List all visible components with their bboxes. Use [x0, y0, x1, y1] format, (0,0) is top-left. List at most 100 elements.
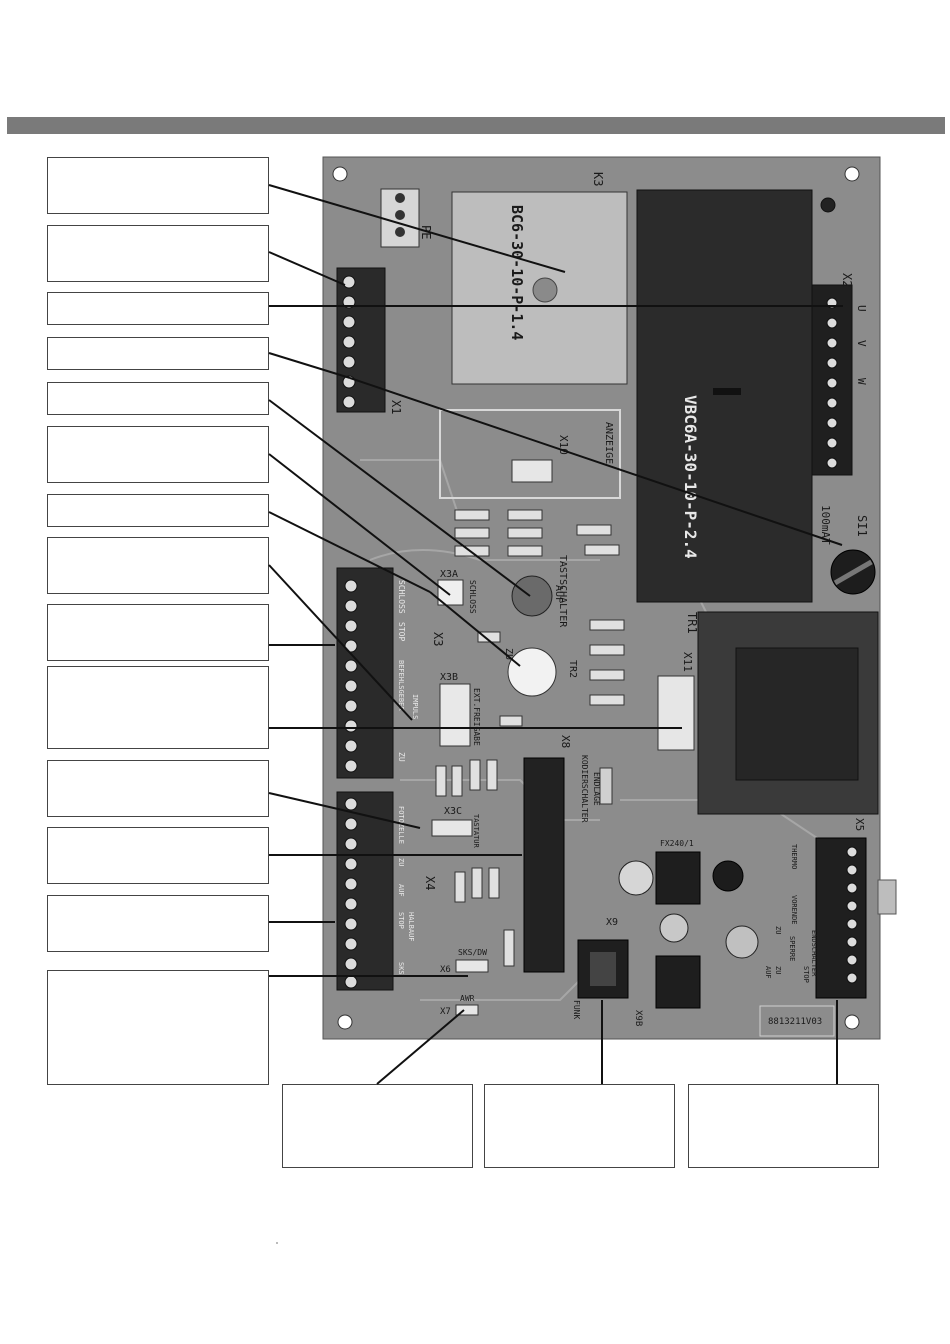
endlage-connector — [599, 767, 613, 805]
x5-term-zu: ZU — [774, 926, 782, 934]
x3-term-impuls: IMPULS — [411, 694, 419, 719]
screw-icon — [395, 227, 405, 237]
x3c-connector — [431, 819, 473, 837]
capacitor — [725, 925, 759, 959]
callout-box-11 — [47, 760, 269, 817]
x4-label: X4 — [423, 876, 437, 890]
x3b-label: X3B — [440, 672, 458, 683]
fx-relay-2 — [655, 955, 701, 1009]
capacitor — [618, 860, 654, 896]
funk-label: FUNK — [572, 1000, 581, 1019]
callout-box-15 — [282, 1084, 473, 1168]
x6-jumper — [455, 959, 489, 973]
buzzer — [712, 860, 744, 892]
x3-label: X3 — [431, 632, 445, 646]
button-auf — [511, 575, 553, 617]
relay-k3-model: BC6-30-10-P-1.4 — [508, 205, 526, 340]
callout-box-7 — [47, 494, 269, 527]
x5-tab — [877, 879, 897, 915]
x4-term-fotozelle: FOTOZELLE — [397, 806, 405, 844]
kodierschalter-label: KODIERSCHALTER — [580, 755, 589, 823]
x5-terminal-block — [815, 837, 867, 999]
screw-icon — [395, 210, 405, 220]
fx-module-label: FX240/1 — [660, 839, 694, 848]
header-bar — [7, 117, 945, 134]
x3c-label: X3C — [444, 806, 462, 817]
tr1-label: TR1 — [685, 612, 699, 634]
mount-hole — [844, 166, 860, 182]
x11-connector — [657, 675, 695, 751]
capacitor — [659, 913, 689, 943]
anzeige-label: ANZEIGE — [603, 422, 614, 464]
x5-term-thermo: THERMO — [790, 844, 798, 869]
resistor-group — [435, 509, 625, 967]
x5-group-label: ENDSCHALTER — [810, 930, 818, 977]
endlage-label: ENDLAGE — [592, 772, 601, 806]
k3-label: K3 — [591, 172, 605, 186]
x6-label: X6 — [440, 965, 451, 975]
tastschalter-label: TASTSCHALTER — [557, 555, 568, 628]
mount-hole — [844, 1014, 860, 1030]
sks-dw-label: SKS/DW — [458, 948, 487, 957]
x11-label: X11 — [681, 652, 694, 672]
x5-label: X5 — [853, 818, 866, 831]
x4-term-auf: AUF — [397, 884, 405, 897]
callout-box-9 — [47, 604, 269, 661]
x1-label: X1 — [389, 400, 403, 414]
x7-label: X7 — [440, 1007, 451, 1017]
transformer-core — [735, 647, 859, 781]
x8-header — [523, 757, 565, 973]
x2-term-v: V — [855, 340, 868, 347]
anzeige-area — [439, 409, 621, 499]
x4-screws — [344, 797, 358, 989]
x2-screws — [826, 297, 838, 469]
x2-term-w: W — [855, 378, 868, 385]
part-number-box — [759, 1005, 835, 1037]
tr2-label: TR2 — [567, 660, 578, 678]
relay-main — [636, 189, 813, 603]
callout-box-1 — [47, 157, 269, 214]
x9-label: X9 — [606, 917, 618, 928]
relay-main-model: VBC6A-30-10-P-2.4 — [681, 395, 700, 559]
x3-term-schloss: SCHLOSS — [397, 580, 406, 614]
callout-box-3 — [47, 292, 269, 325]
callout-box-6 — [47, 426, 269, 483]
x5-term-sperre: SPERRE — [788, 936, 796, 961]
callout-leader-lines — [268, 184, 843, 1085]
x4-term-zu: ZU — [397, 858, 405, 866]
x4-term-halbauf: HALBAUF — [407, 912, 415, 942]
si1-value: 100mAT — [819, 505, 832, 545]
part-number: 8813211V03 — [768, 1017, 822, 1027]
x2-term-u: U — [855, 305, 868, 312]
mount-hole — [332, 166, 348, 182]
x3-term-zu: ZU — [397, 752, 406, 762]
x5-term-auf: AUF — [764, 966, 772, 979]
callout-box-5 — [47, 382, 269, 415]
callout-box-14 — [47, 970, 269, 1085]
x9-socket-inner — [590, 952, 616, 986]
mount-standoff — [820, 197, 836, 213]
fuse-slot — [833, 559, 873, 586]
scan-mark — [276, 1242, 278, 1244]
schloss-label: SCHLOSS — [468, 580, 477, 614]
callout-box-12 — [47, 827, 269, 884]
x7-jumper — [455, 1004, 479, 1016]
pe-label: PE — [419, 225, 433, 239]
mount-hole — [337, 1014, 353, 1030]
x3a-label: X3A — [440, 569, 458, 580]
callout-box-8 — [47, 537, 269, 594]
callout-box-16 — [484, 1084, 675, 1168]
callout-box-4 — [47, 337, 269, 370]
awr-label: AWR — [460, 994, 475, 1003]
x4-term-sks: SKS — [397, 962, 405, 975]
relay-main-slot — [713, 388, 741, 395]
x3-term-befehlsgeber: BEFEHLSGEBER — [397, 660, 405, 711]
x5-term-vorende: VORENDE — [790, 895, 798, 925]
x8-label: X8 — [559, 735, 572, 748]
x4-term-stop: STOP — [397, 912, 405, 929]
x3b-connector — [439, 683, 471, 747]
x9b-label: X9B — [633, 1010, 643, 1026]
x3-term-stop: STOP — [397, 622, 406, 641]
ext-freigabe-label: EXT.FREIGABE — [472, 688, 481, 746]
callout-box-17 — [688, 1084, 879, 1168]
